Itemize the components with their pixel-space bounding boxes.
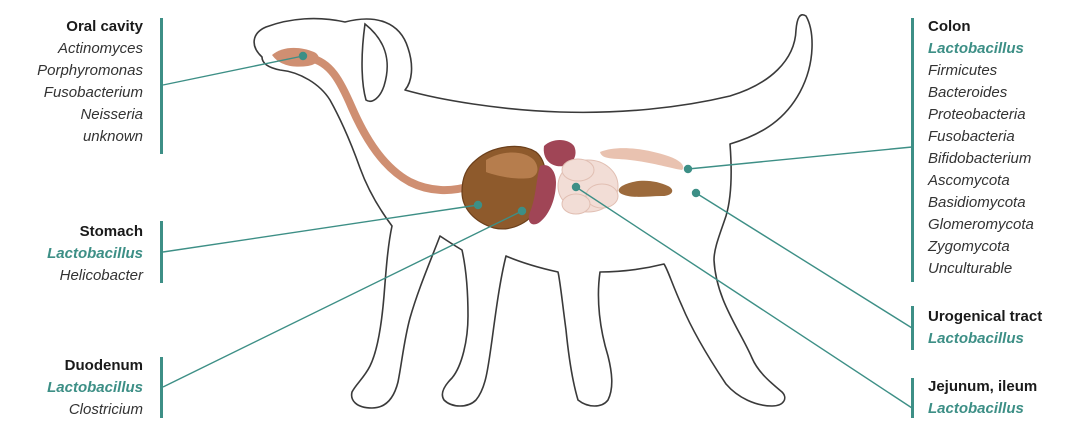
colon-item: Unculturable — [928, 258, 1075, 280]
oral-bar — [160, 18, 163, 154]
urogenital-leader-line — [696, 193, 912, 328]
oral-item: unknown — [0, 126, 143, 148]
colon-item: Zygomycota — [928, 236, 1075, 258]
colon-item: Glomeromycota — [928, 214, 1075, 236]
urogenital-title: Urogenical tract — [928, 306, 1075, 328]
oral-item: Actinomyces — [0, 38, 143, 60]
urogenital-label-group: Urogenical tract Lactobacillus — [928, 306, 1075, 350]
oral-leader-dot — [300, 53, 307, 60]
jejunum-title: Jejunum, ileum — [928, 376, 1075, 398]
colon-bar — [911, 18, 914, 282]
colon-item: Bifidobacterium — [928, 148, 1075, 170]
colon-leader-dot — [685, 166, 692, 173]
colon-shape — [600, 148, 683, 170]
duodenum-leader-dot — [519, 208, 526, 215]
stomach-leader-dot — [475, 202, 482, 209]
jejunum-leader-dot — [573, 184, 580, 191]
colon-item: Firmicutes — [928, 60, 1075, 82]
duodenum-label-group: Duodenum Lactobacillus Clostricium — [0, 355, 143, 421]
stomach-highlight-item: Lactobacillus — [0, 243, 143, 265]
colon-title: Colon — [928, 16, 1075, 38]
oral-cavity-title: Oral cavity — [0, 16, 143, 38]
colon-item: Ascomycota — [928, 170, 1075, 192]
dog-ear-outline — [362, 24, 387, 101]
jejunum-label-group: Jejunum, ileum Lactobacillus — [928, 376, 1075, 420]
colon-item: Basidiomycota — [928, 192, 1075, 214]
oral-cavity-label-group: Oral cavity Actinomyces Porphyromonas Fu… — [0, 16, 143, 148]
kidney-shape — [619, 181, 673, 197]
stomach-bar — [160, 221, 163, 283]
colon-item: Fusobacteria — [928, 126, 1075, 148]
colon-leader-line — [688, 147, 912, 169]
stomach-item: Helicobacter — [0, 265, 143, 287]
duodenum-bar — [160, 357, 163, 418]
oral-item: Fusobacterium — [0, 82, 143, 104]
stomach-leader-line — [163, 205, 478, 252]
urogenital-bar — [911, 306, 914, 350]
duodenum-highlight-item: Lactobacillus — [0, 377, 143, 399]
stomach-title: Stomach — [0, 221, 143, 243]
urogenital-leader-dot — [693, 190, 700, 197]
colon-highlight-item: Lactobacillus — [928, 38, 1075, 60]
urogenital-highlight-item: Lactobacillus — [928, 328, 1075, 350]
small-intestine-shape — [558, 159, 618, 214]
stomach-label-group: Stomach Lactobacillus Helicobacter — [0, 221, 143, 287]
oral-item: Porphyromonas — [0, 60, 143, 82]
oral-item: Neisseria — [0, 104, 143, 126]
esophagus-shape — [310, 58, 470, 190]
jejunum-leader-line — [576, 187, 912, 408]
colon-item: Bacteroides — [928, 82, 1075, 104]
colon-label-group: Colon Lactobacillus Firmicutes Bacteroid… — [928, 16, 1075, 280]
jejunum-bar — [911, 378, 914, 418]
jejunum-highlight-item: Lactobacillus — [928, 398, 1075, 420]
duodenum-title: Duodenum — [0, 355, 143, 377]
colon-item: Proteobacteria — [928, 104, 1075, 126]
